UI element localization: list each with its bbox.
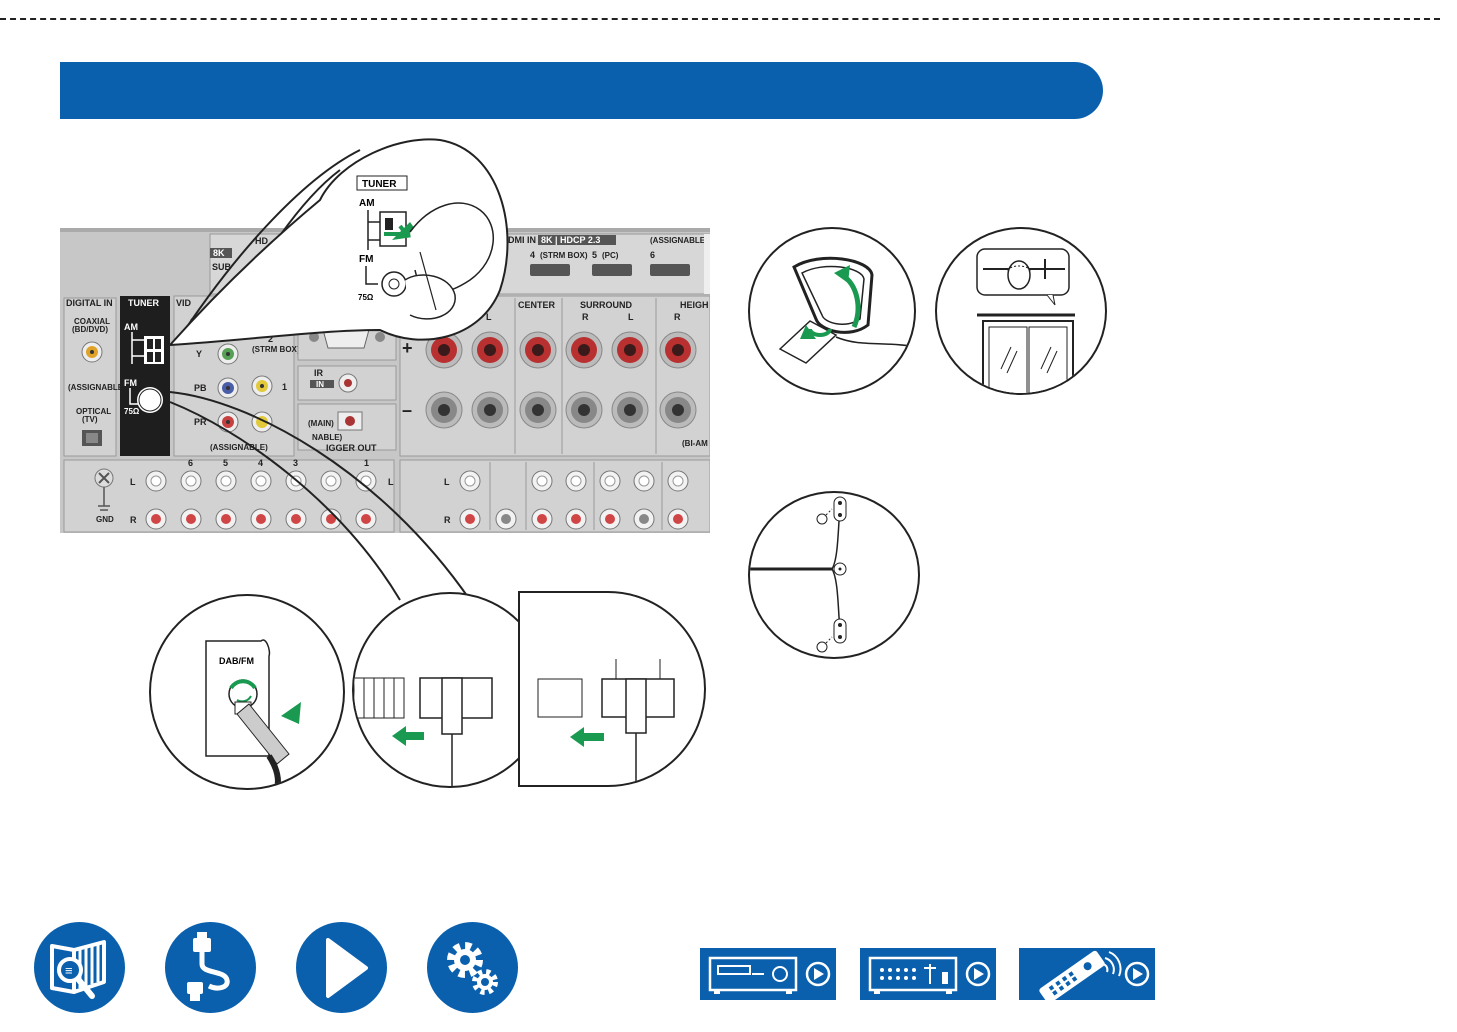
component-pr-label: PR <box>194 417 207 427</box>
component-assignable-label: (ASSIGNABLE) <box>210 443 268 452</box>
optical-source: (TV) <box>82 415 98 424</box>
plug-insert-diagram-2 <box>518 591 706 787</box>
zoom-am-label: AM <box>359 198 375 209</box>
playback-nav-icon[interactable] <box>296 922 387 1013</box>
channel-3-label: 3 <box>293 458 298 468</box>
hdmi-4-label: 4 <box>530 250 535 260</box>
digital-assignable-label: (ASSIGNABLE) <box>68 383 126 392</box>
optical-label: OPTICAL <box>76 407 111 416</box>
component-pb-label: PB <box>194 383 207 393</box>
surround-l-label: L <box>628 312 634 322</box>
zoom-tuner-label: TUNER <box>362 179 397 190</box>
rear-panel-illustration: HD 8K SUB DMI IN 8K | HDCP 2.3 (ASSIGNAB… <box>60 228 710 533</box>
remote-controller-button[interactable] <box>1019 948 1155 1000</box>
main-label: (MAIN) <box>308 419 334 428</box>
right-block-l-label: L <box>444 477 450 487</box>
window-placement-diagram <box>935 227 1107 395</box>
am-loop-antenna-diagram <box>748 227 916 395</box>
front-panel-button[interactable] <box>700 948 836 1000</box>
minus-terminal-label: – <box>402 400 412 420</box>
page-cut-line <box>0 18 1440 20</box>
right-block-r-label: R <box>444 515 451 525</box>
channel-4-label: 4 <box>258 458 263 468</box>
input-2-label: 2 <box>268 334 273 344</box>
surround-r-label: R <box>582 312 589 322</box>
fm-ohm-label: 75Ω <box>124 407 140 416</box>
assignable-partial-label: NABLE) <box>312 433 343 442</box>
component-source: (BD/DVD) <box>192 325 228 334</box>
rear-panel-button[interactable] <box>860 948 996 1000</box>
section-header-bar <box>60 62 1103 119</box>
gnd-label: GND <box>96 515 114 524</box>
hdmi-assignable-label: (ASSIGNABLE) <box>650 236 708 245</box>
digital-in-label: DIGITAL IN <box>66 298 113 308</box>
dab-fm-label: DAB/FM <box>219 656 254 666</box>
front-l-label: L <box>486 312 492 322</box>
input-2-source: (STRM BOX) <box>252 345 300 354</box>
trigger-out-label: IGGER OUT <box>326 443 377 453</box>
component-y-label: Y <box>196 349 202 359</box>
hdcp-badge: 8K | HDCP 2.3 <box>541 235 600 245</box>
height-r-label: R <box>674 312 681 322</box>
connections-nav-icon[interactable] <box>165 922 256 1013</box>
row-r-label: R <box>130 515 137 525</box>
contents-nav-icon[interactable]: ≡ <box>34 922 125 1013</box>
channel-6-label: 6 <box>188 458 193 468</box>
ir-in-label: IN <box>316 380 324 389</box>
input-1-label: 1 <box>268 312 273 322</box>
coaxial-label: COAXIAL <box>74 317 110 326</box>
tuner-label: TUNER <box>128 298 159 308</box>
hd-label: HD <box>255 236 268 246</box>
fm-t-antenna-diagram <box>748 491 920 659</box>
receiver-rear-panel: HD 8K SUB DMI IN 8K | HDCP 2.3 (ASSIGNAB… <box>60 228 710 533</box>
ir-label: IR <box>314 368 324 378</box>
right-edge-l-label: L <box>388 477 394 487</box>
channel-5-label: 5 <box>223 458 228 468</box>
hdmi-in-label: DMI IN <box>508 235 536 245</box>
input-1-source: (CBL/SAT) <box>254 323 294 332</box>
hdmi-5-source: (PC) <box>602 251 619 260</box>
height-label: HEIGH <box>680 300 709 310</box>
hdmi-4-source: (STRM BOX) <box>540 251 588 260</box>
am-label: AM <box>124 322 138 332</box>
plug-insert-diagram-1 <box>352 592 548 788</box>
center-label: CENTER <box>518 300 556 310</box>
surround-label: SURROUND <box>580 300 633 310</box>
hdmi-5-label: 5 <box>592 250 597 260</box>
hdmi-6-label: 6 <box>650 250 655 260</box>
8k-badge: 8K <box>213 248 225 258</box>
sub-label: SUB <box>212 262 232 272</box>
dab-fm-jack-diagram: DAB/FM <box>149 594 345 790</box>
bi-amp-label: (BI-AM <box>682 439 708 448</box>
coaxial-source: (BD/DVD) <box>72 325 108 334</box>
video-label: VID <box>176 298 192 308</box>
plus-terminal-label: + <box>402 338 413 358</box>
row-l-label: L <box>130 477 136 487</box>
channel-1-label: 1 <box>364 458 369 468</box>
svg-text:≡: ≡ <box>65 963 73 978</box>
setup-nav-icon[interactable] <box>427 922 518 1013</box>
fm-label: FM <box>124 378 137 388</box>
video-input-1-label: 1 <box>282 382 287 392</box>
